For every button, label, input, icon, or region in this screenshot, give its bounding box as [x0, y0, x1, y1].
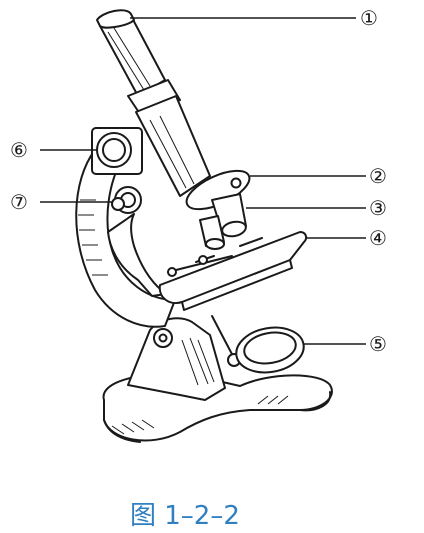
label-6: ⑥ [10, 138, 28, 162]
label-2: ② [369, 164, 387, 188]
label-1: ① [360, 6, 378, 30]
microscope-arm [75, 149, 176, 328]
leader-lines [40, 17, 366, 345]
microscope-tube [96, 9, 211, 197]
label-7: ⑦ [10, 190, 28, 214]
objective-lenses [199, 193, 247, 250]
label-4: ④ [369, 226, 387, 250]
label-3: ③ [369, 196, 387, 220]
microscope-stage [158, 231, 308, 311]
microscope-pillar [127, 317, 226, 401]
label-5: ⑤ [369, 332, 387, 356]
figure-caption: 图 1–2–2 [130, 501, 240, 531]
coarse-focus-knob [91, 127, 143, 175]
fine-focus-knob [111, 186, 142, 214]
reflector-mirror [211, 315, 305, 374]
